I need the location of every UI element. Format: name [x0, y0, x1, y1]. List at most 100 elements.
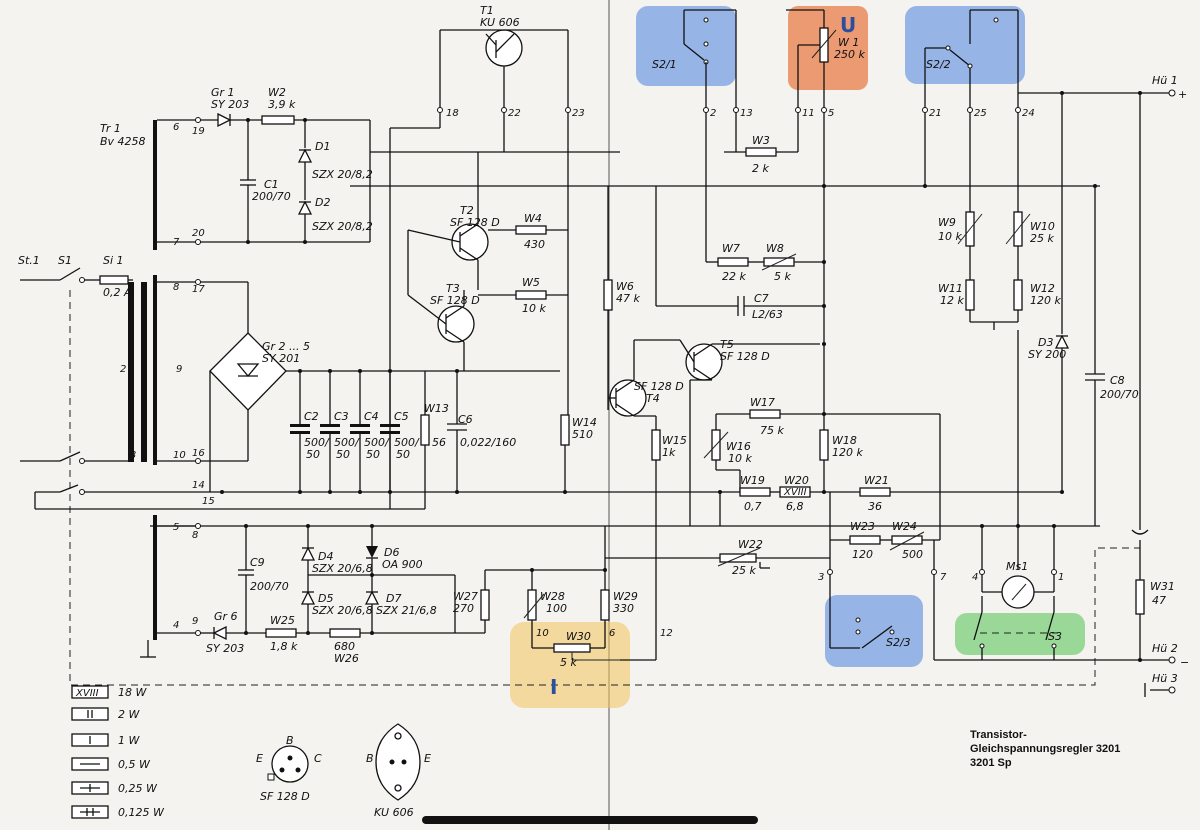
sf128d-pin-c: C	[314, 752, 322, 765]
t5-name: T5	[720, 338, 734, 351]
package-sf128d	[267, 745, 309, 783]
w28-value: 100	[546, 602, 567, 615]
w26-value: 680	[334, 640, 355, 653]
term-9b: 9	[192, 616, 198, 627]
d4-name: D4	[318, 550, 333, 563]
hu3-label: Hü 3	[1152, 672, 1178, 685]
w30-name: W30	[566, 630, 591, 643]
tr1-pin-6: 6	[173, 122, 179, 133]
w19-value: 0,7	[744, 500, 762, 513]
tr1-pin-4: 4	[173, 620, 179, 631]
term-19: 19	[192, 126, 205, 137]
w4-name: W4	[524, 212, 542, 225]
t5-value: SF 128 D	[720, 350, 770, 363]
w30-value: 5 k	[560, 656, 577, 669]
d1-value: SZX 20/8,2	[312, 168, 373, 181]
w29-name: W29	[613, 590, 638, 603]
ku606-pin-e: E	[424, 752, 431, 765]
w23-name: W23	[850, 520, 875, 533]
s3-label: S3	[1048, 630, 1062, 643]
sf128d-pin-e: E	[256, 752, 263, 765]
w3-value: 2 k	[752, 162, 769, 175]
c2-value1: 500/	[304, 436, 330, 449]
c6-name: C6	[458, 413, 473, 426]
title-line2: Gleichspannungsregler 3201	[970, 743, 1120, 755]
tr1-value: Bv 4258	[100, 135, 146, 148]
s2-1-label: S2/1	[652, 58, 677, 71]
w29-value: 330	[613, 602, 634, 615]
w17-name: W17	[750, 396, 775, 409]
term-15: 15	[202, 496, 215, 507]
t4-name: T4	[646, 392, 660, 405]
c5-value1: 500/	[394, 436, 420, 449]
scan-bar	[422, 816, 758, 824]
c7-value: L2/63	[752, 308, 783, 321]
c2-value2: 50	[306, 448, 320, 461]
tr1-pin-3: 3	[130, 450, 136, 461]
term-7b: 7	[940, 572, 947, 583]
hu1-polarity: +	[1178, 88, 1187, 101]
term-1: 1	[1058, 572, 1064, 583]
w23-value: 120	[852, 548, 873, 561]
c1-value: 200/70	[252, 190, 291, 203]
gr1-name: Gr 1	[211, 86, 235, 99]
d5-name: D5	[318, 592, 333, 605]
term-8b: 8	[192, 530, 198, 541]
hu1-label: Hü 1	[1152, 74, 1178, 87]
sf128d-label: SF 128 D	[260, 790, 310, 803]
gr6-name: Gr 6	[214, 610, 238, 623]
w22-name: W22	[738, 538, 763, 551]
w4-value: 430	[524, 238, 545, 251]
term-18: 18	[446, 108, 459, 119]
w7-value: 22 k	[722, 270, 746, 283]
term-5b: 5	[828, 108, 834, 119]
w9-value: 10 k	[938, 230, 962, 243]
w10-name: W10	[1030, 220, 1055, 233]
tr1-pin-7: 7	[173, 237, 180, 248]
term-13: 13	[740, 108, 753, 119]
term-22: 22	[508, 108, 521, 119]
w20-value: 6,8	[786, 500, 804, 513]
sf128d-pin-b: B	[286, 734, 294, 747]
t4-value: SF 128 D	[634, 380, 684, 393]
w5-name: W5	[522, 276, 540, 289]
term-2: 2	[710, 108, 716, 119]
hu2-label: Hü 2	[1152, 642, 1178, 655]
w19-name: W19	[740, 474, 765, 487]
w27-value: 270	[453, 602, 474, 615]
w20-name: W20	[784, 474, 809, 487]
w26-name: W26	[334, 652, 359, 665]
term-20: 20	[192, 228, 205, 239]
tr1-pin-5: 5	[173, 522, 179, 533]
t1-value: KU 606	[480, 16, 520, 29]
tr1-name: Tr 1	[100, 122, 121, 135]
c9-name: C9	[250, 556, 265, 569]
w12-value: 120 k	[1030, 294, 1061, 307]
tr1-pin-8: 8	[173, 282, 179, 293]
legend-label-025w: 0,25 W	[118, 782, 158, 795]
w18-name: W18	[832, 434, 857, 447]
term-17: 17	[192, 284, 205, 295]
w24-name: W24	[892, 520, 917, 533]
legend-label-18w: 18 W	[118, 686, 147, 699]
w25-value: 1,8 k	[270, 640, 298, 653]
w31-name: W31	[1150, 580, 1175, 593]
c3-value2: 50	[336, 448, 350, 461]
highlight-s2-3	[825, 595, 923, 667]
legend	[71, 685, 109, 819]
term-4b: 4	[972, 572, 978, 583]
regulator-wiring	[150, 29, 1100, 661]
w21-name: W21	[864, 474, 889, 487]
winding-3-wiring	[157, 523, 620, 661]
w1-value: 250 k	[834, 48, 865, 61]
c5-name: C5	[394, 410, 409, 423]
t3-value: SF 128 D	[430, 294, 480, 307]
c5-value2: 50	[396, 448, 410, 461]
w31-value: 47	[1152, 594, 1166, 607]
w8-value: 5 k	[774, 270, 791, 283]
w7-name: W7	[722, 242, 740, 255]
c8-value: 200/70	[1100, 388, 1139, 401]
c1-name: C1	[264, 178, 279, 191]
term-10b: 10	[536, 628, 549, 639]
